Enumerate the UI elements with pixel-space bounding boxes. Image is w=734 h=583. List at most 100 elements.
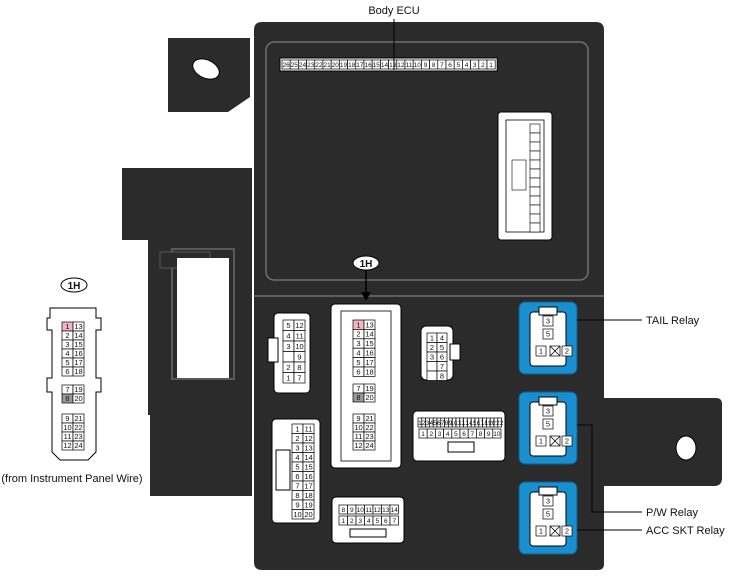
connector-e-latch [349,528,387,538]
detached-1h-upper-pin-label: 5 [65,358,69,367]
detached-1h-upper-pin-label: 16 [74,349,82,358]
tail-relay-pin-left [535,345,547,357]
ecu-side-cell [529,159,541,170]
connector-e-top-pin-label: 13 [382,507,390,514]
connector-a-pin-label: 11 [296,331,304,340]
connector-c-pin-label: 11 [305,424,313,433]
detached-1h-lower-pin-label: 21 [74,414,82,423]
connector-d-top-pin-label: 13 [462,420,470,427]
connector-c-pin-label: 15 [304,462,312,471]
connector-e-bottom-pin-label: 2 [350,518,354,525]
detached-1h-lower-pin-label: 10 [63,423,71,432]
ecu-side-cell [529,222,541,233]
connector-d-bottom-pin-label: 7 [470,431,474,438]
ecu-side-latch [511,159,527,191]
ecu-side-cell [529,123,541,134]
connector-a-pin-label: 12 [295,321,303,330]
connector-1h-lower-pin-label: 12 [354,441,362,450]
ecu-pin-label: 20 [332,62,340,69]
ecu-side-cell [529,177,541,188]
acc-relay-cross-b [549,525,561,537]
detached-1h-upper-pin-label: 14 [74,331,82,340]
connector-d-top-pin-label: 5 [433,420,437,427]
connector-e-top-pin-label: 14 [391,507,399,514]
ecu-side-cell [529,150,541,161]
connector-d-top-pin-label: 20 [488,420,496,427]
ecu-pin-label: 5 [456,62,460,69]
connector-1h-upper-pin-label: 16 [365,349,373,358]
connector-d-bottom-pin-label: 5 [454,431,458,438]
connector-e-top-pin-label: 8 [341,507,345,514]
connector-1h-lower-pin-label: 22 [365,423,373,432]
connector-c-pin-label: 19 [304,500,312,509]
connector-a-pin-label: 7 [297,373,301,382]
connector-e-top-pin-label: 9 [350,507,354,514]
detached-1h-middle-pin-label: 8 [65,394,69,403]
connector-1h-middle-pin-label: 8 [356,393,360,402]
connector-1h-upper-pin-label: 13 [365,320,373,329]
detached-1h-upper-pin-label: 15 [74,340,82,349]
detached-1h-lower-pin [72,440,85,451]
connector-a-pin-label: 3 [286,342,290,351]
connector-d-top-pin-label: 18 [481,420,489,427]
ecu-pin-label: 4 [465,62,469,69]
detached-1h-middle-pin-label: 19 [74,385,82,394]
connector-1h-lower-pin [363,440,376,451]
pw-relay-cross-b [549,435,561,447]
detached-1h-outline [46,307,102,461]
connector-c-pin-label: 3 [295,443,299,452]
connector-e-top-pin [389,504,399,515]
tail-relay-tab [538,306,558,316]
ecu-pin-label: 17 [356,62,364,69]
acc-relay-pin-top-label: 3 [546,497,550,506]
connector-a-latch [267,337,279,363]
connector-1h-middle-pin-label: 7 [356,384,360,393]
connector-d-latch [447,441,475,453]
connector-e-bottom-pin-label: 7 [392,518,396,525]
connector-c-pin-label: 16 [304,472,312,481]
connector-b-pin-label: 7 [440,362,444,371]
connector-e-bottom-pin-label: 3 [358,518,362,525]
connector-d-top-pin-label: 7 [441,420,445,427]
connector-1h-upper-pin-label: 17 [365,358,373,367]
connector-1h-lower-pin-label: 23 [365,432,373,441]
connector-e-bottom-pin-label: 4 [367,518,371,525]
main-housing [254,22,722,570]
connector-a-pin-label: 10 [295,342,303,351]
ecu-pin-label: 6 [448,62,452,69]
connector-e-bottom-pin-label: 6 [384,518,388,525]
connector-e-top-pin-label: 10 [357,507,365,514]
body-ecu-label: Body ECU [368,5,419,17]
pw-relay-pin-mid [542,418,554,430]
ecu-pin-label: 11 [406,62,413,69]
connector-c-pin-label: 13 [304,443,312,452]
connector-1h-upper-pin-label: 5 [356,358,360,367]
tail-relay-pin-top-label: 3 [546,317,550,326]
bracket-notch [177,258,229,378]
pw-relay-pin-mid-label: 5 [546,420,550,429]
connector-d-top-pin-label: 21 [492,420,500,427]
connector-d-top-pin-label: 3 [426,420,430,427]
detached-1h-lower-pin-label: 23 [74,432,82,441]
connector-d-top-pin-label: 22 [496,420,504,427]
detached-1h-upper-pin-label: 13 [74,322,82,331]
tail-relay-cross-b [549,345,561,357]
ecu-pin-label: 26 [282,62,290,69]
connector-1h-upper-pin-label: 2 [356,330,360,339]
pw-relay-pin-right-label: 2 [565,437,569,446]
connector-a-pin-label: 4 [286,331,290,340]
connector-c-pin-label: 1 [295,424,299,433]
detached-1h-lower-pin-label: 24 [74,441,82,450]
tail-relay-pin-top [542,315,554,327]
pw-relay-pin-top [542,405,554,417]
connector-d-top-pin-label: 10 [450,420,458,427]
connector-c-latch [275,449,291,491]
acc-relay-tab [538,486,558,496]
